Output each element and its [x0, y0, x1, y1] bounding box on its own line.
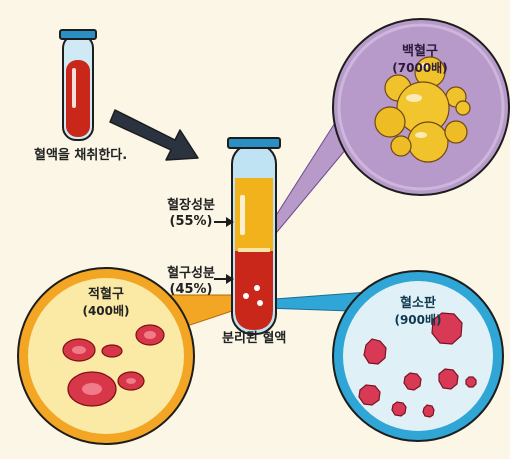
white-blood-cell-name: 백혈구	[402, 44, 438, 59]
process-arrow	[109, 109, 199, 161]
platelet-name: 혈소판	[400, 296, 436, 311]
cells-pointer-arrow	[214, 274, 234, 284]
white-blood-cell-label: 백혈구 (7000배)	[380, 44, 460, 76]
plasma-name: 혈장성분	[167, 198, 215, 213]
cells-percent: (45%)	[169, 282, 213, 297]
plasma-label: 혈장성분 (55%)	[166, 198, 216, 230]
red-blood-cell-circle	[17, 267, 195, 445]
cells-label: 혈구성분 (45%)	[166, 266, 216, 298]
white-blood-cell-magnification: (7000배)	[392, 61, 448, 75]
cells-name: 혈구성분	[167, 266, 215, 281]
platelet-circle	[332, 270, 504, 442]
platelet-label: 혈소판 (900배)	[378, 296, 458, 328]
platelet-magnification: (900배)	[394, 313, 442, 327]
plasma-pointer-arrow	[214, 217, 234, 227]
platelets	[358, 312, 477, 418]
separated-tube	[227, 137, 281, 335]
collection-caption: 혈액을 채취한다.	[34, 148, 128, 163]
red-blood-cell-magnification: (400배)	[82, 304, 130, 318]
red-blood-cell-label: 적혈구 (400배)	[66, 287, 146, 319]
red-blood-cells	[62, 324, 165, 407]
white-blood-cell-circle	[332, 18, 510, 196]
collection-tube	[59, 29, 97, 141]
separated-blood-caption: 분리된 혈액	[222, 331, 287, 346]
red-blood-cell-name: 적혈구	[88, 287, 124, 302]
plasma-percent: (55%)	[169, 214, 213, 229]
